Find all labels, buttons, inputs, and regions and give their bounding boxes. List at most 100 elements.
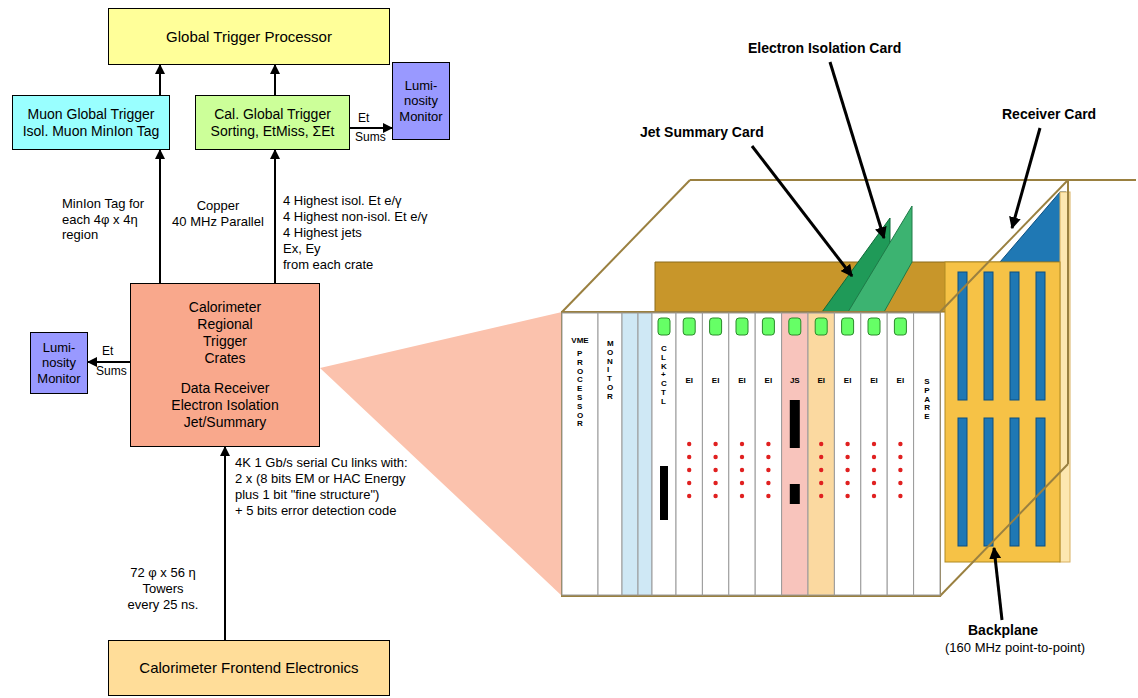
status-led	[815, 318, 827, 335]
card-panel	[914, 313, 940, 595]
status-led	[894, 318, 906, 335]
card-label: EI	[729, 376, 755, 386]
card-panel	[622, 313, 638, 595]
connector-dot	[740, 468, 744, 472]
card-panel	[729, 313, 755, 595]
connector-dot	[845, 481, 849, 485]
connector-dot	[740, 481, 744, 485]
backplane-slot	[984, 272, 993, 400]
card-panel	[638, 313, 652, 595]
annotation: 4 Highest jets	[283, 225, 362, 241]
annotation: Sums	[96, 364, 127, 378]
js-connector	[790, 400, 800, 448]
box-text: Calorimeter Regional Trigger Crates	[181, 299, 269, 366]
annotation: Electron Isolation Card	[748, 40, 901, 57]
crate-box: Calorimeter Regional Trigger CratesData …	[130, 283, 320, 447]
signal-arrow	[274, 65, 276, 95]
status-led	[789, 318, 801, 335]
card-panel	[834, 313, 860, 595]
backplane-slot	[1036, 418, 1045, 546]
annotation: Jet Summary Card	[640, 124, 764, 141]
connector-dot	[713, 481, 717, 485]
connector-dot	[819, 494, 823, 498]
connector-dot	[819, 455, 823, 459]
backplane-slot	[984, 418, 993, 546]
connector-dot	[819, 442, 823, 446]
connector-dot	[687, 442, 691, 446]
zoom-triangle	[320, 312, 562, 596]
connector-dot	[898, 481, 902, 485]
js-connector	[790, 484, 800, 504]
annotation: 40 MHz Parallel	[168, 214, 268, 230]
frontend-box: Calorimeter Frontend Electronics	[108, 640, 390, 696]
box-text: Cal. Global Trigger	[214, 106, 331, 123]
connector-dot	[687, 468, 691, 472]
box-text: Calorimeter Frontend Electronics	[139, 659, 358, 677]
connector-dot	[872, 481, 876, 485]
card-label: VME	[562, 336, 598, 346]
annotation: Et	[102, 344, 113, 358]
connector-dot	[766, 455, 770, 459]
annotation: (160 MHz point-to-point)	[945, 640, 1085, 656]
status-led	[736, 318, 748, 335]
card-panel	[676, 313, 702, 595]
annotation: 4 Highest non-isol. Et e/γ	[283, 209, 428, 225]
card-label: EI	[702, 376, 728, 386]
box-text: Sorting, EtMiss, ΣEt	[211, 123, 335, 140]
card-panel	[887, 313, 913, 595]
connector-dot	[687, 494, 691, 498]
connector-dot	[845, 468, 849, 472]
annotation: 72 φ x 56 η	[108, 565, 218, 581]
annotation: Copper	[168, 198, 268, 214]
card-panel	[755, 313, 781, 595]
card-panel	[598, 313, 622, 595]
backplane-slots	[958, 272, 1045, 546]
annotation: every 25 ns.	[108, 597, 218, 613]
backplane	[945, 262, 1060, 562]
annotation: 2 x (8 bits EM or HAC Energy	[235, 471, 406, 487]
card-label: MONITOR	[607, 340, 612, 402]
box-text: Global Trigger Processor	[166, 28, 332, 46]
connector-dot	[766, 494, 770, 498]
trigger-box: Muon Global TriggerIsol. Muon MinIon Tag	[12, 95, 170, 150]
status-led	[658, 318, 670, 335]
clock-connector	[660, 466, 668, 520]
connector-dot	[740, 494, 744, 498]
annotation: Receiver Card	[1002, 106, 1096, 123]
connector-dot	[898, 468, 902, 472]
card-panel	[562, 313, 598, 595]
connector-dot	[872, 442, 876, 446]
connector-dot	[766, 481, 770, 485]
annotation: Towers	[108, 581, 218, 597]
connector-dot	[898, 494, 902, 498]
connector-dot	[845, 494, 849, 498]
card-label: EI	[676, 376, 702, 386]
signal-arrow	[159, 65, 161, 95]
crate-front	[562, 312, 940, 596]
card-label: JS	[782, 376, 808, 386]
card-panel	[861, 313, 887, 595]
connector-dot	[740, 442, 744, 446]
card-panel	[652, 313, 676, 595]
signal-arrow	[159, 150, 161, 283]
annotation: plus 1 bit "fine structure")	[235, 487, 379, 503]
annotation: from each crate	[283, 257, 373, 273]
connector-dot	[872, 468, 876, 472]
box-text: Lumi- nosity Monitor	[34, 340, 84, 387]
connector-dot	[872, 455, 876, 459]
connector-dot	[687, 481, 691, 485]
card-label: PROCESSOR	[577, 350, 582, 429]
connector-dot	[898, 442, 902, 446]
status-led	[868, 318, 880, 335]
connector-dot	[687, 455, 691, 459]
trigger-box: Cal. Global TriggerSorting, EtMiss, ΣEt	[195, 95, 350, 150]
status-led	[842, 318, 854, 335]
backplane-slot	[1036, 272, 1045, 400]
box-text: Muon Global Trigger	[28, 106, 155, 123]
annotation: Sums	[355, 130, 386, 144]
crate-outline	[562, 180, 1136, 596]
card-label: SPARE	[924, 378, 929, 422]
card-label: EI	[861, 376, 887, 386]
box-text: Isol. Muon MinIon Tag	[23, 123, 160, 140]
